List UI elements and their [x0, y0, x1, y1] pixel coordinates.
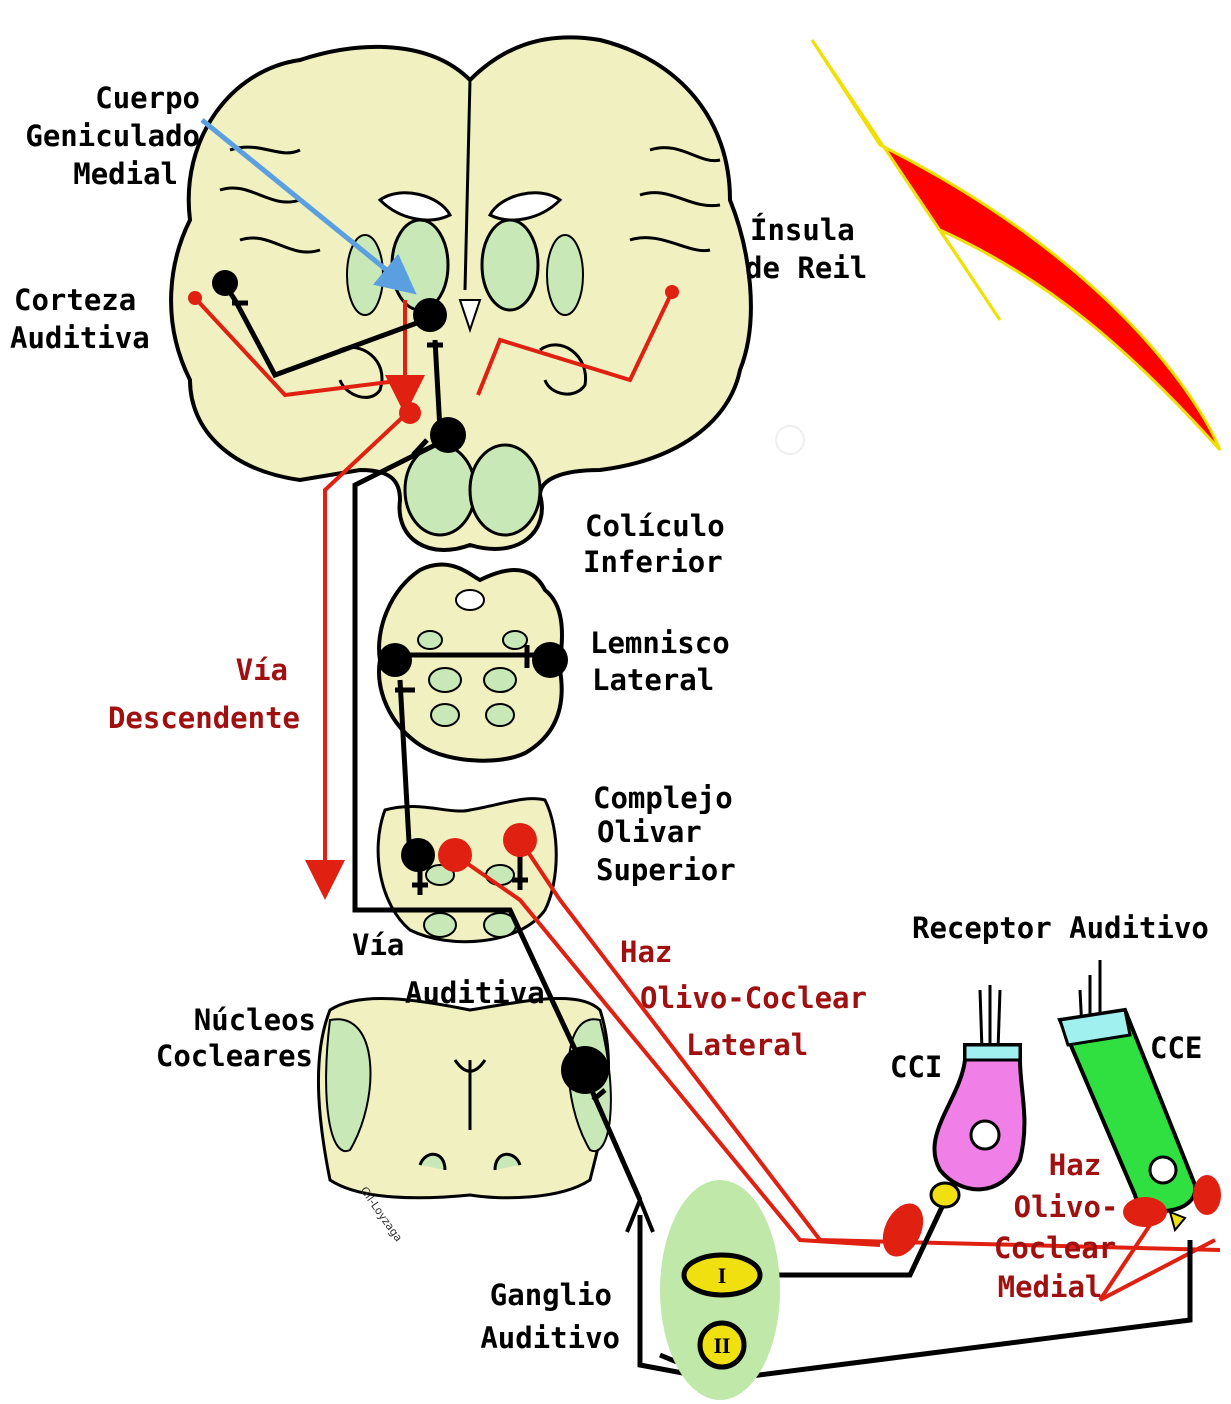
- label-cuerpo-geniculado: Cuerpo Geniculado Medial: [25, 81, 200, 191]
- svg-text:Olivo-: Olivo-: [1014, 1190, 1119, 1224]
- label-nucleos-cocleares: Núcleos Cocleares: [156, 1003, 316, 1073]
- svg-text:Cuerpo: Cuerpo: [95, 81, 200, 115]
- label-haz-lateral: Haz Olivo-Coclear Lateral: [620, 935, 867, 1062]
- svg-text:de Reil: de Reil: [745, 251, 867, 285]
- svg-text:Lateral: Lateral: [592, 663, 714, 697]
- label-receptor-auditivo: Receptor Auditivo: [912, 911, 1209, 945]
- svg-text:Colículo: Colículo: [585, 509, 725, 543]
- label-ganglio-auditivo: Ganglio Auditivo: [480, 1278, 620, 1355]
- inner-hair-cell: [875, 985, 1025, 1263]
- svg-text:Ganglio: Ganglio: [490, 1278, 612, 1312]
- label-lemnisco: Lemnisco Lateral: [590, 626, 730, 697]
- label-coliculo: Colículo Inferior: [583, 509, 725, 579]
- svg-text:Inferior: Inferior: [583, 545, 723, 579]
- label-complejo-olivar: Complejo Olivar Superior: [593, 781, 736, 887]
- label-cci: CCI: [890, 1050, 942, 1084]
- svg-text:Medial: Medial: [73, 157, 178, 191]
- big-red-arrow: [812, 40, 1220, 450]
- svg-text:Cocleares: Cocleares: [156, 1039, 313, 1073]
- svg-text:Lemnisco: Lemnisco: [590, 626, 730, 660]
- brain-section: [171, 37, 751, 550]
- svg-text:Medial: Medial: [998, 1270, 1103, 1304]
- svg-text:Lateral: Lateral: [686, 1028, 808, 1062]
- svg-text:Auditiva: Auditiva: [10, 321, 150, 355]
- svg-text:Auditiva: Auditiva: [405, 976, 545, 1010]
- svg-text:Núcleos: Núcleos: [194, 1003, 316, 1037]
- label-via-descendente: Vía Descendente: [108, 653, 300, 735]
- svg-text:Corteza: Corteza: [14, 283, 136, 317]
- svg-text:Vía: Vía: [352, 928, 404, 962]
- svg-text:Complejo: Complejo: [593, 781, 733, 815]
- svg-text:Haz: Haz: [1049, 1148, 1101, 1182]
- svg-text:Geniculado: Geniculado: [25, 119, 200, 153]
- neuron-i-label: I: [718, 1263, 727, 1288]
- svg-text:Descendente: Descendente: [108, 701, 300, 735]
- svg-text:Vía: Vía: [236, 653, 288, 687]
- svg-text:Auditivo: Auditivo: [480, 1321, 620, 1355]
- svg-text:Coclear: Coclear: [994, 1231, 1116, 1265]
- svg-text:Olivar: Olivar: [597, 815, 702, 849]
- faint-mark: [776, 426, 804, 454]
- svg-text:Superior: Superior: [596, 853, 736, 887]
- olivary-slice: [378, 799, 556, 942]
- label-insula: Ínsula de Reil: [745, 213, 867, 285]
- svg-text:Haz: Haz: [620, 935, 672, 969]
- label-cce: CCE: [1150, 1031, 1202, 1065]
- auditory-ganglion: [660, 1180, 780, 1400]
- svg-text:Olivo-Coclear: Olivo-Coclear: [640, 981, 867, 1015]
- label-corteza-auditiva: Corteza Auditiva: [10, 283, 150, 355]
- svg-text:Ínsula: Ínsula: [750, 213, 855, 247]
- neuron-ii-label: II: [713, 1333, 730, 1358]
